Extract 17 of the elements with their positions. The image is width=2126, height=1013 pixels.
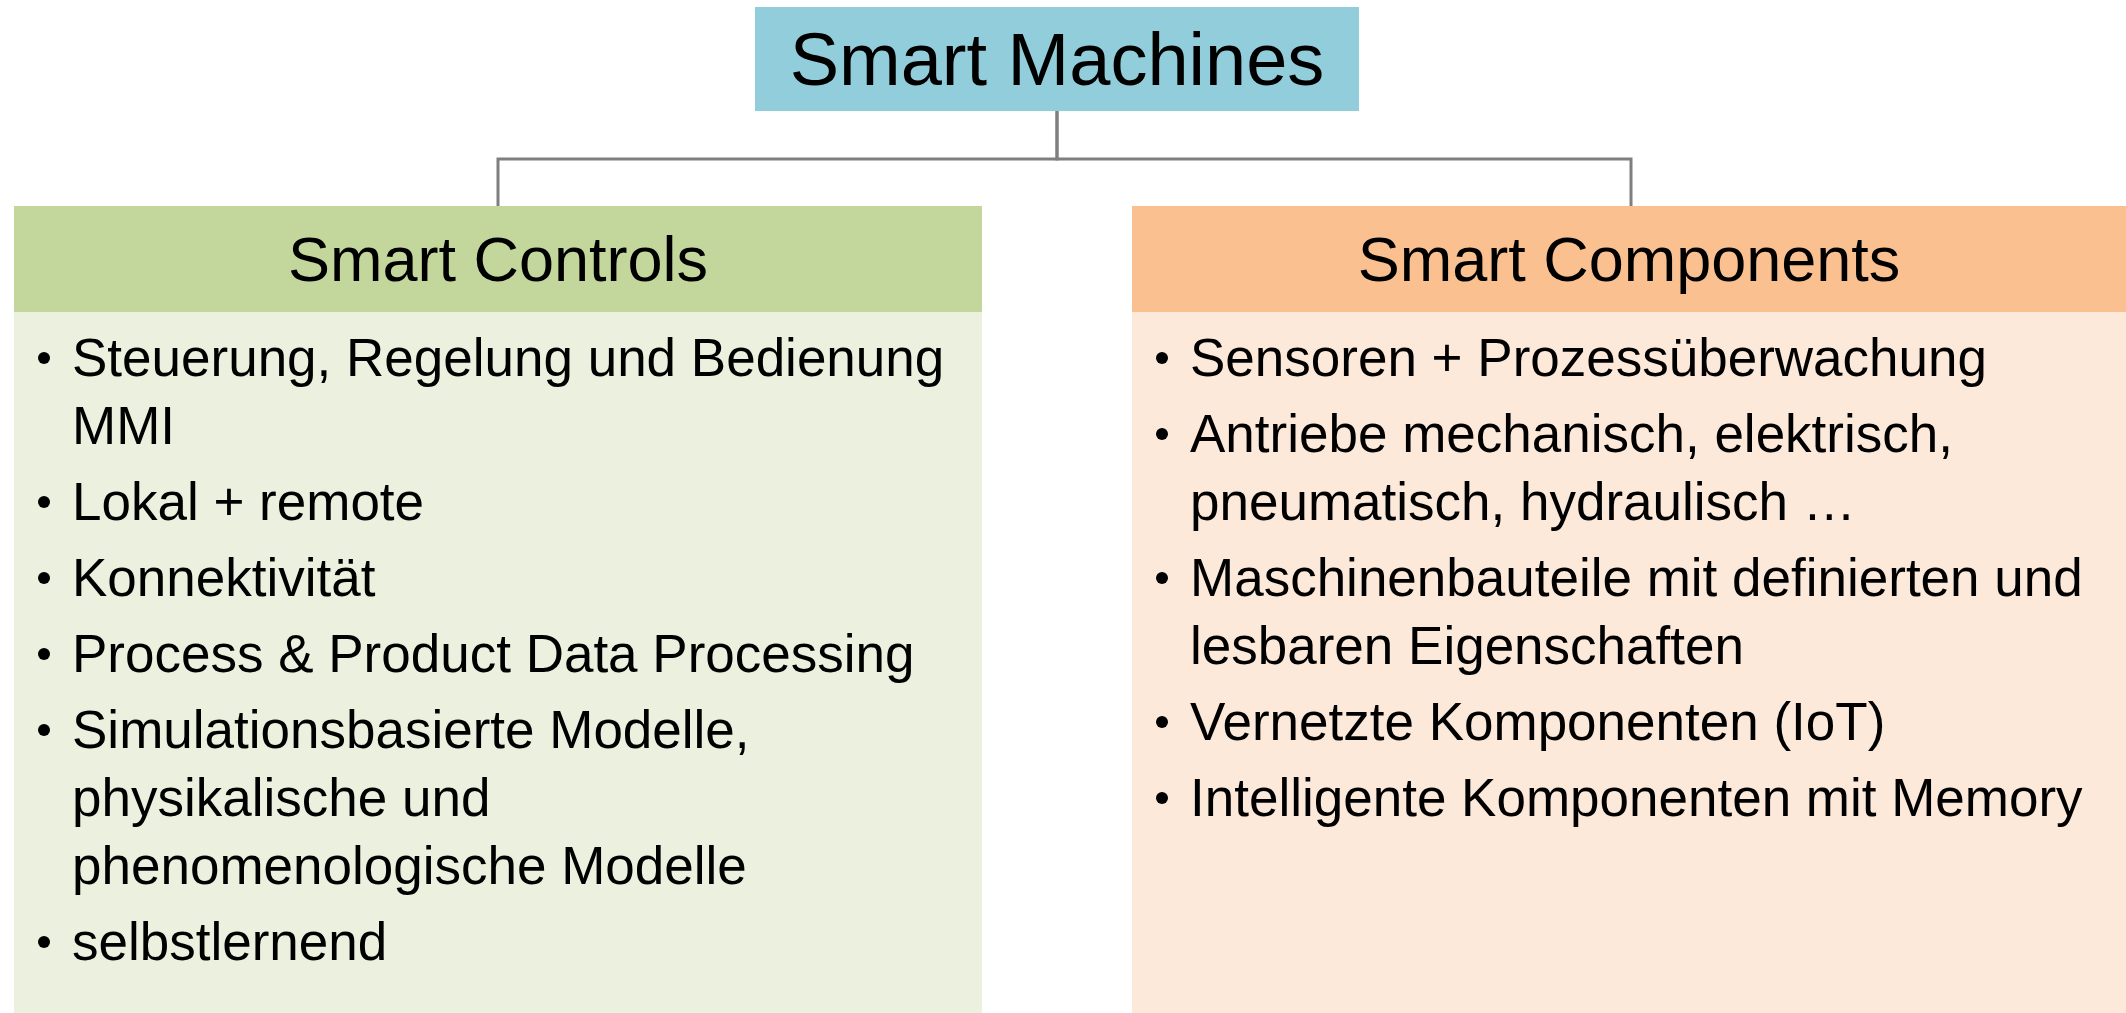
bullet-item: Sensoren + Prozessüberwachung	[1190, 327, 1988, 389]
title-box	[755, 7, 1359, 111]
title-text: Smart Machines	[789, 16, 1325, 102]
category-panel	[14, 206, 982, 1013]
bullet-item: Vernetzte Komponenten (IoT)	[1190, 691, 1887, 753]
panel-header: Smart Components	[1132, 206, 2126, 312]
bullet-item: Antriebe mechanisch, elektrisch, pneumatisch, hydraulisch …	[1190, 403, 1954, 533]
panel-header: Smart Controls	[14, 206, 982, 312]
bullet-item: Intelligente Komponenten mit Memory	[1190, 767, 2084, 829]
category-panel	[1132, 206, 2126, 1013]
bullet-item: Konnektivität	[72, 547, 377, 609]
bullet-item: selbstlernend	[72, 911, 389, 973]
connector-line	[1055, 111, 1633, 206]
bullet-item: Process & Product Data Processing	[72, 623, 916, 685]
bullet-item: Lokal + remote	[72, 471, 426, 533]
bullet-item: Maschinenbauteile mit definierten und lesbaren Eigenschaften	[1190, 547, 2084, 677]
bullet-item: Steuerung, Regelung und Bedienung MMI	[72, 327, 946, 457]
